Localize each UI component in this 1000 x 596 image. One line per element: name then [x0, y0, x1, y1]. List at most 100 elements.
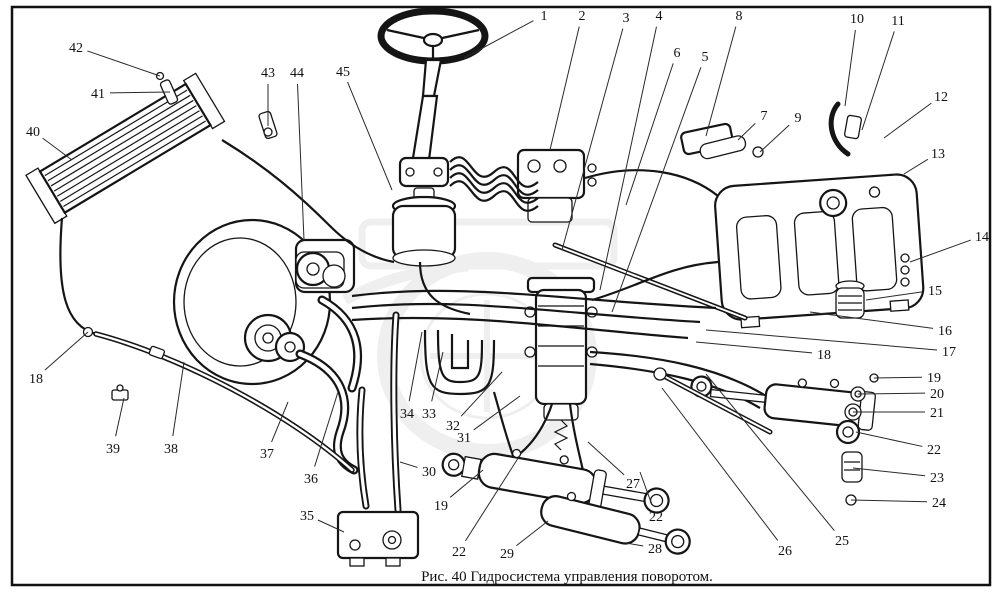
- cylinder-eye-inner: [649, 493, 664, 508]
- leader-line-9: [759, 124, 790, 153]
- gear-pump-upper: [295, 251, 346, 289]
- hydraulic-hose: [449, 156, 539, 188]
- cylinder-port: [797, 378, 808, 388]
- leader-line-34: [408, 331, 423, 402]
- leader-line-32: [460, 371, 503, 417]
- leader-line-16: [809, 311, 934, 329]
- hose-bundle-wavy: [449, 156, 539, 212]
- small-fasteners-left: [82, 326, 166, 401]
- hydraulic-hose: [449, 180, 539, 212]
- pump-shaft: [262, 332, 274, 344]
- pump-shaft: [306, 262, 320, 276]
- leader-line-14: [909, 239, 971, 263]
- callout-12: 12: [934, 90, 948, 105]
- callout-7: 7: [761, 109, 768, 124]
- rod-core: [554, 244, 746, 319]
- tank-panel: [851, 206, 898, 292]
- callout-14: 14: [975, 230, 989, 245]
- hydraulic-hose: [591, 260, 719, 302]
- block-port-inner: [387, 535, 397, 545]
- callout-20: 20: [930, 387, 944, 402]
- callout-27: 27: [626, 477, 640, 492]
- callout-29: 29: [500, 547, 514, 562]
- tie-rod-end: [653, 367, 667, 381]
- gear-pump-lower: [243, 313, 306, 363]
- cylinder-port: [511, 448, 522, 459]
- callout-23: 23: [930, 471, 944, 486]
- ribbed-boot-15: [835, 280, 865, 319]
- leader-line-19: [449, 469, 484, 498]
- callout-40: 40: [26, 125, 40, 140]
- leader-line-30: [399, 461, 418, 468]
- cylinder-port: [566, 491, 577, 502]
- cap-22-inner: [842, 426, 854, 438]
- callout-18: 18: [817, 348, 831, 363]
- callout-18: 18: [29, 372, 43, 387]
- metering-fitting: [587, 163, 597, 173]
- callout-9: 9: [795, 111, 802, 126]
- callout-32: 32: [446, 419, 460, 434]
- leader-line-7: [737, 122, 756, 141]
- block-foot: [349, 557, 365, 567]
- hydraulic-hose: [589, 350, 767, 397]
- block-foot: [385, 557, 401, 567]
- leader-line-45: [347, 81, 393, 191]
- leader-line-36: [314, 391, 339, 467]
- callout-43: 43: [261, 66, 275, 81]
- leader-line-26: [661, 387, 779, 541]
- metering-port: [527, 159, 541, 173]
- callout-36: 36: [304, 472, 318, 487]
- hydraulic-hose: [418, 261, 471, 316]
- tank-panel: [793, 210, 840, 296]
- roller-7: [699, 135, 747, 160]
- pump-gear: [322, 264, 346, 288]
- callout-11: 11: [891, 14, 904, 29]
- pipe-loop: [423, 329, 496, 396]
- pump-block-35: [336, 510, 420, 567]
- leader-line-27: [587, 441, 625, 476]
- callout-45: 45: [336, 65, 350, 80]
- hydraulic-hose: [449, 172, 539, 204]
- bracket-bolt: [116, 384, 124, 392]
- hydraulic-hose: [449, 164, 539, 196]
- column-bolt: [405, 167, 415, 177]
- callout-33: 33: [422, 407, 436, 422]
- main-housing: [172, 218, 356, 386]
- steering-column: [398, 58, 450, 188]
- valve-23-ribs: [844, 461, 860, 471]
- leader-line-18: [695, 341, 813, 354]
- callout-5: 5: [702, 50, 709, 65]
- leader-line-25: [705, 373, 835, 532]
- callout-42: 42: [69, 41, 83, 56]
- callout-31: 31: [457, 431, 471, 446]
- cylinder-eye-inner: [671, 534, 685, 549]
- leader-line-40: [42, 137, 73, 161]
- cylinder-port: [559, 455, 569, 465]
- callout-4: 4: [656, 9, 663, 24]
- callout-26: 26: [778, 544, 792, 559]
- leader-line-18: [44, 331, 89, 371]
- valve-fitting: [586, 306, 598, 318]
- pipe-core: [392, 313, 400, 512]
- hydraulic-hose-core: [94, 332, 354, 472]
- metering-body: [516, 148, 586, 200]
- leader-line-3: [561, 28, 624, 251]
- leader-line-33: [431, 351, 444, 402]
- leader-line-6: [625, 63, 674, 206]
- washer-14: [900, 253, 910, 263]
- leader-line-24: [850, 499, 928, 503]
- leader-line-11: [861, 31, 895, 131]
- leader-line-41: [109, 91, 171, 94]
- watermark-scroll: [342, 260, 469, 305]
- column-base: [398, 156, 450, 188]
- leader-line-2: [549, 26, 580, 151]
- leader-line-20: [857, 392, 926, 395]
- callout-15: 15: [928, 284, 942, 299]
- leader-line-19: [873, 376, 923, 379]
- pipe-loop: [436, 329, 484, 384]
- clamp-38: [148, 345, 166, 360]
- leader-line-13: [903, 158, 929, 175]
- leader-line-10: [844, 29, 856, 107]
